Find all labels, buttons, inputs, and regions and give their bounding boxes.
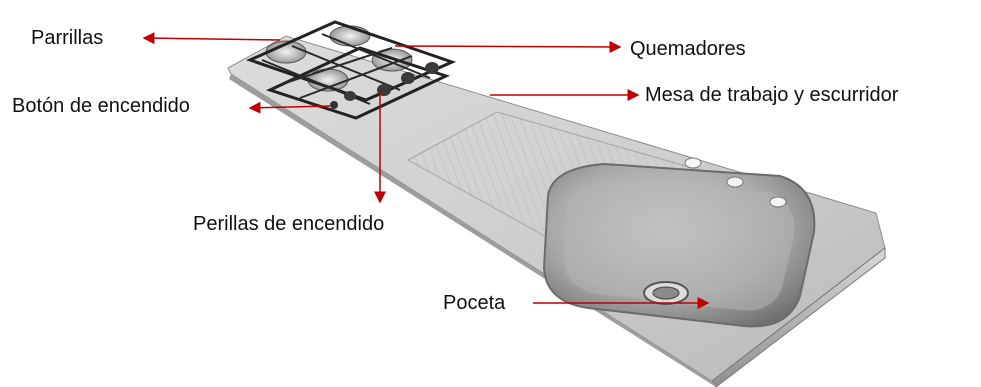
- ignition-button-icon: [330, 101, 338, 109]
- label-perillas-encendido: Perillas de encendido: [193, 213, 385, 235]
- callout-arrows: [142, 32, 710, 309]
- faucet-holes: [684, 157, 787, 208]
- label-poceta: Poceta: [443, 292, 506, 314]
- sink-bowl: [542, 162, 816, 328]
- stove-grates: [245, 20, 457, 120]
- arrow-boton: [248, 101, 331, 114]
- label-mesa-trabajo: Mesa de trabajo y escurridor: [645, 84, 899, 106]
- arrow-parrillas: [142, 32, 281, 45]
- label-boton-encendido: Botón de encendido: [12, 95, 190, 117]
- label-parrillas: Parrillas: [31, 27, 104, 49]
- arrow-quemadores: [394, 40, 622, 53]
- label-quemadores: Quemadores: [630, 38, 746, 60]
